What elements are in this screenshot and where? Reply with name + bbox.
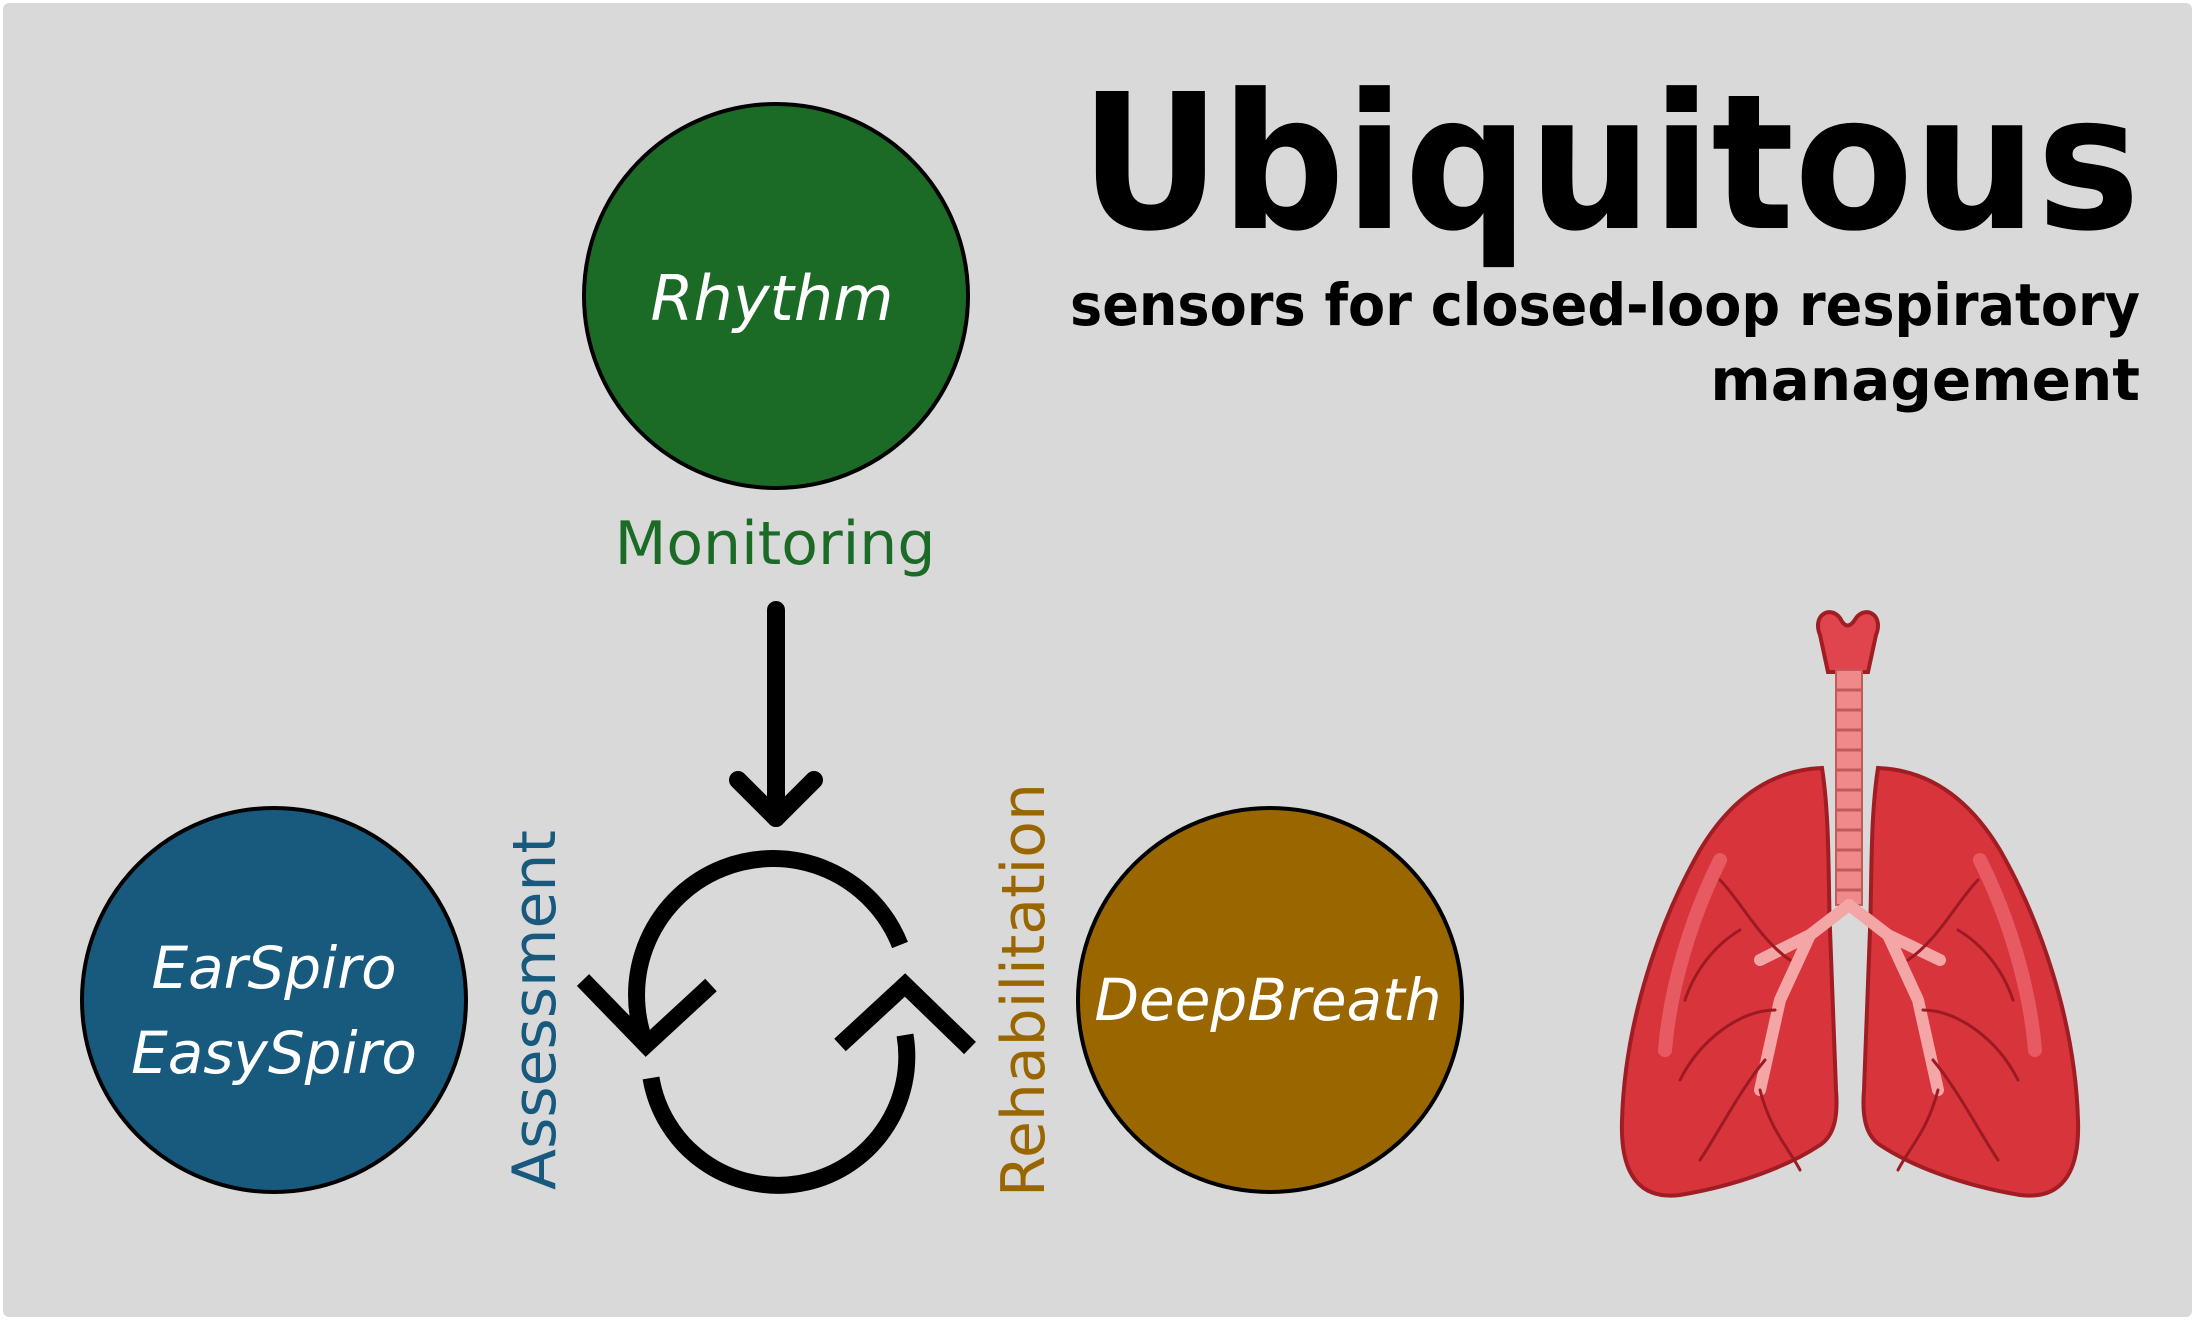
deepbreath-circle bbox=[1076, 806, 1464, 1194]
deepbreath-node[interactable]: DeepBreath bbox=[1076, 806, 1464, 1194]
easyspiro-label: EasySpiro bbox=[131, 1019, 417, 1087]
rhythm-circle bbox=[582, 102, 970, 490]
subtitle-line-2: management bbox=[1710, 346, 2140, 414]
rehabilitation-label: Rehabilitation bbox=[989, 783, 1059, 1197]
subtitle-line-1: sensors for closed-loop respiratory bbox=[1070, 271, 2140, 339]
earspiro-label: EarSpiro bbox=[151, 934, 396, 1002]
earspiro-circle bbox=[80, 806, 468, 1194]
lungs-icon bbox=[1619, 610, 2081, 1198]
deepbreath-label: DeepBreath bbox=[1094, 966, 1441, 1034]
earspiro-node[interactable]: EarSpiro EasySpiro bbox=[80, 806, 468, 1194]
arrow-down-icon bbox=[729, 601, 823, 827]
monitoring-label: Monitoring bbox=[615, 509, 936, 579]
cycle-arrows-icon bbox=[576, 850, 976, 1194]
rhythm-label: Rhythm bbox=[650, 262, 893, 335]
assessment-label: Assessment bbox=[500, 830, 570, 1190]
rhythm-node[interactable]: Rhythm bbox=[582, 102, 970, 490]
page-title: Ubiquitous bbox=[1080, 54, 2140, 273]
